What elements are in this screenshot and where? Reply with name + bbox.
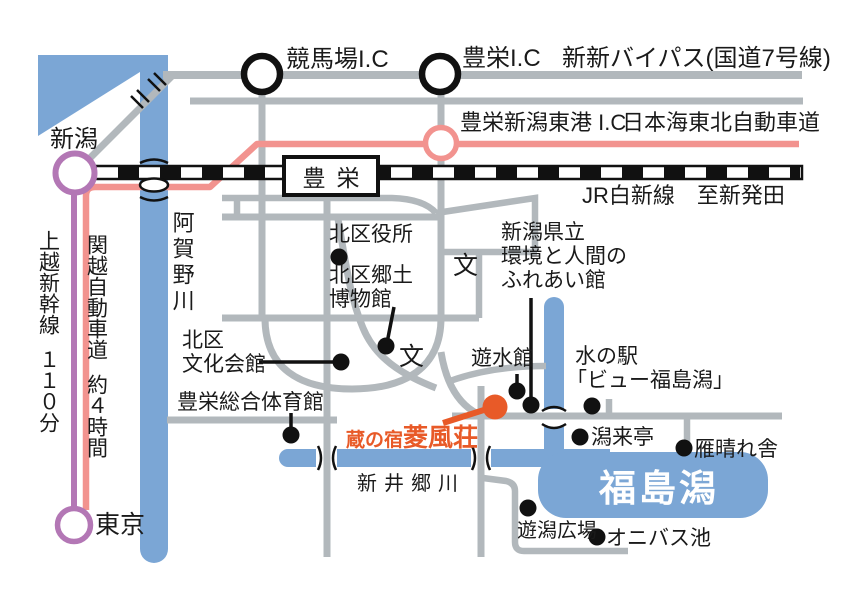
toyosaka-ic-label: 豊栄I.C: [462, 45, 541, 72]
leader-lines: [259, 298, 533, 430]
break-mark-1: [153, 72, 167, 86]
toyosaka-station-box: 豊栄: [282, 155, 380, 197]
loop-road: [261, 317, 445, 393]
niigata-station-circle: [52, 150, 98, 196]
town-road-upper: [222, 194, 439, 216]
break-mark-2: [147, 78, 161, 92]
break-mark-4: [130, 95, 144, 109]
toyosaka-ic-circle: [418, 52, 462, 96]
yugata-branch-road: [482, 474, 628, 555]
fureaikan-line1: 新潟県立: [501, 221, 585, 244]
bunka-kaikan-line2: 文化会館: [182, 353, 266, 377]
niigata-station-label: 新潟: [50, 126, 98, 153]
kyodo-museum-leader: [385, 306, 396, 344]
destination-leader: [442, 406, 488, 426]
onibasu-ike-dot: [588, 528, 606, 546]
fureaikan-line3: ふれあい館: [501, 269, 606, 293]
channel-bridge-top: [541, 405, 567, 413]
fukushimagata-lake: [538, 452, 768, 518]
poi-dots: [282, 248, 693, 546]
jr-line-direction: 至新発田: [696, 183, 785, 208]
expressway-bridge-mark: [138, 177, 170, 193]
onibasu-ike-label: オニバス池: [606, 527, 711, 550]
higashiko-ic-label: 豊栄新潟東港 I.C: [460, 110, 627, 135]
agano-river: [140, 55, 168, 563]
rail-bridge-mark-bottom: [139, 195, 169, 202]
kanetsu-expwy-time: 約４時間: [84, 374, 108, 458]
rail-bridge-mark-top: [139, 158, 169, 165]
kitaku-yakusho-label: 北区役所: [329, 223, 413, 246]
agano-river-label: 阿賀野川: [169, 211, 195, 315]
school-mark-1: 文: [453, 252, 479, 280]
destination-label: 蔵の宿菱風荘: [346, 424, 478, 452]
bunka-kaikan-line1: 北区: [182, 329, 224, 352]
mizunoeki-line2: 「ビュー福島潟」: [566, 369, 734, 393]
kyodo-museum-line1: 北区郷土: [329, 264, 413, 287]
channel-upper: [544, 297, 564, 409]
fukushimagata-lake-label: 福島潟: [599, 468, 719, 509]
mizunoeki-line1: 水の駅: [575, 345, 638, 368]
destination-prefix: 蔵の宿: [346, 430, 404, 451]
tokyo-station-circle: [54, 505, 94, 545]
ganbaresha-dot: [675, 439, 693, 457]
kanetsu-expwy-label: 関越自動車道約４時間: [84, 234, 108, 458]
kyodo-museum-label: 北区郷土 博物館: [329, 264, 413, 312]
destination-dot: [482, 394, 508, 420]
tokyo-station-label: 東京: [95, 511, 146, 539]
taiikukan-label: 豊栄総合体育館: [177, 391, 324, 414]
yusuikan-dot: [508, 382, 526, 400]
railway-base: [70, 164, 804, 181]
taiikukan-dot: [282, 426, 300, 444]
kyodo-museum-line2: 博物館: [329, 288, 392, 312]
loop-inner-road: [334, 218, 438, 392]
fureaikan-line2: 環境と人間の: [501, 245, 627, 269]
yusuikan-label: 遊水館: [471, 347, 534, 370]
bypass-label: 新新バイパス(国道7号線): [562, 45, 831, 72]
keibajo-ic-circle: [240, 52, 284, 96]
sea-area: [38, 55, 167, 136]
araigo-river-seg2: [337, 449, 471, 467]
mizunoeki-label: 水の駅 「ビュー福島潟」: [566, 345, 734, 393]
fureaikan-label: 新潟県立 環境と人間の ふれあい館: [501, 221, 627, 293]
araigo-bridge2-right: [485, 445, 492, 471]
break-mark-3: [136, 89, 150, 103]
joetsu-shinkansen-name: 上越新幹線: [36, 230, 60, 335]
araigo-river-label: 新井郷川: [357, 473, 465, 495]
jr-line-name: JR白新線: [582, 183, 675, 208]
mizunoeki-dot: [583, 397, 601, 415]
kyodo-museum-dot: [377, 337, 395, 355]
school-mark-2: 文: [399, 343, 425, 371]
araigo-bridge1-right: [331, 445, 338, 471]
ganbaresha-label: 雁晴れ舎: [694, 438, 778, 461]
yusuikan-road: [448, 362, 547, 385]
town-road-east: [435, 194, 539, 252]
channel-bridge-bottom: [541, 422, 567, 430]
nihonkai-expwy-label: 日本海東北自動車道: [622, 110, 821, 135]
jr-line-label: JR白新線至新発田: [582, 183, 785, 209]
kanetsu-expwy-name: 関越自動車道: [84, 234, 108, 360]
bunka-kaikan-label: 北区 文化会館: [182, 329, 266, 377]
araigo-bridge2-left: [470, 445, 477, 471]
fureaikan-dot: [522, 396, 540, 414]
araigo-bridge1-left: [316, 445, 323, 471]
bridge-marks: [130, 72, 567, 471]
joetsu-shinkansen-time: １１０分: [36, 349, 60, 433]
toyosaka-station-label: 豊栄: [302, 165, 371, 191]
destination-name: 菱風荘: [403, 424, 479, 452]
kitaku-yakusho-dot: [330, 248, 348, 266]
higashiko-ic-circle: [422, 124, 460, 162]
joetsu-shinkansen-label: 上越新幹線 １１０分: [36, 230, 60, 433]
yugata-hiroba-dot: [519, 499, 537, 517]
bunka-kaikan-dot: [332, 353, 350, 371]
kataraitei-label: 潟来亭: [591, 426, 654, 449]
keibajo-ic-label: 競馬場I.C: [286, 46, 389, 73]
araigo-river-seg1: [279, 449, 316, 467]
kataraitei-dot: [571, 428, 589, 446]
yugata-hiroba-label: 遊潟広場: [517, 520, 597, 542]
